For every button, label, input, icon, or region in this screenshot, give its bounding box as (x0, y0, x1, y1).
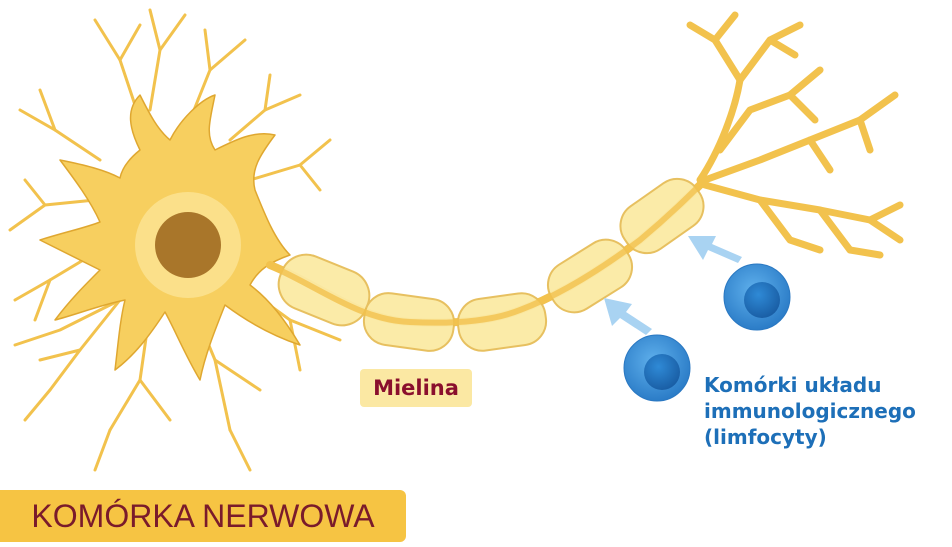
arrow-lower (604, 298, 652, 335)
lymphocyte-upper (724, 264, 790, 330)
myelin-label: Mielina (360, 369, 472, 407)
arrow-upper (688, 236, 742, 263)
axon-terminal (690, 15, 900, 255)
immune-cells-label-line: Komórki układu (704, 372, 950, 398)
immune-cells-label-line: (limfocyty) (704, 424, 950, 450)
diagram-title: KOMÓRKA NERWOWA (0, 490, 406, 542)
nucleus (155, 212, 221, 278)
immune-cells-label-line: immunologicznego (704, 398, 950, 424)
lymphocyte-lower (624, 335, 690, 401)
neuron-cell-body (10, 10, 340, 470)
immune-cells-label: Komórki układu immunologicznego (limfocy… (704, 372, 950, 450)
